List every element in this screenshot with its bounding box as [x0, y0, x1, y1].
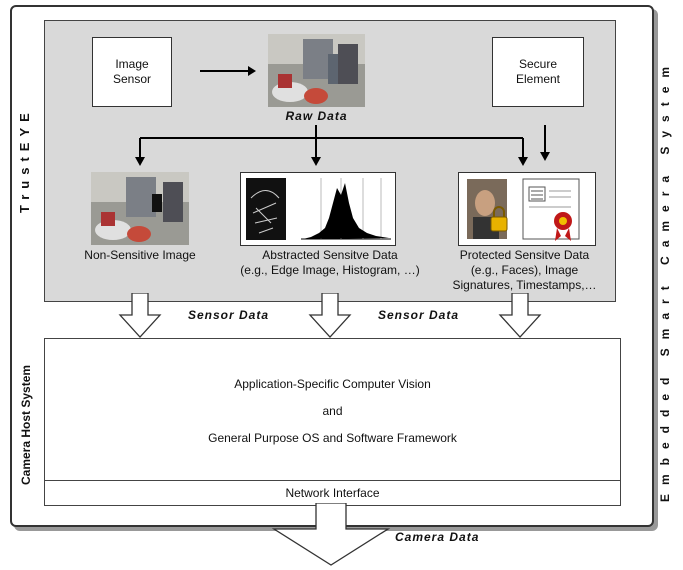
face-lock-certificate-graphic [467, 178, 580, 241]
camera-host-system-box: Application-Specific Computer Vision and… [44, 338, 621, 482]
edge-histogram-graphic [246, 178, 391, 240]
raw-data-distribution-arrows [135, 125, 550, 166]
trusteye-label: TrustEYE [17, 107, 32, 213]
image-sensor-label: Image Sensor [112, 57, 152, 86]
protected-data-label: Protected Sensitve Data (e.g., Faces), I… [452, 248, 597, 292]
camera-data-arrow [271, 503, 391, 566]
camera-host-label: Camera Host System [19, 364, 33, 486]
non-sensitive-label: Non-Sensitive Image [84, 248, 196, 262]
sensor-data-arrows [118, 293, 542, 338]
camera-data-label: Camera Data [395, 530, 480, 544]
image-sensor-box: Image Sensor [92, 37, 172, 107]
protected-data-box [458, 172, 596, 246]
sensor-to-raw-arrow [200, 66, 256, 76]
abstracted-data-label: Abstracted Sensitve Data (e.g., Edge Ima… [240, 248, 420, 277]
sensor-data-label-1: Sensor Data [188, 308, 270, 322]
secure-element-label: Secure Element [515, 57, 561, 86]
sensor-data-label-2: Sensor Data [378, 308, 460, 322]
embedded-system-label: Embedded Smart Camera System [658, 57, 672, 503]
host-line-2: and [322, 404, 343, 418]
non-sensitive-image [91, 172, 189, 245]
raw-data-image [268, 34, 365, 107]
host-line-3: General Purpose OS and Software Framewor… [208, 431, 457, 445]
raw-data-label: Raw Data [285, 109, 348, 123]
abstracted-data-box [240, 172, 396, 246]
secure-element-box: Secure Element [492, 37, 584, 107]
host-line-1: Application-Specific Computer Vision [234, 377, 431, 391]
network-interface-label: Network Interface [285, 485, 380, 500]
